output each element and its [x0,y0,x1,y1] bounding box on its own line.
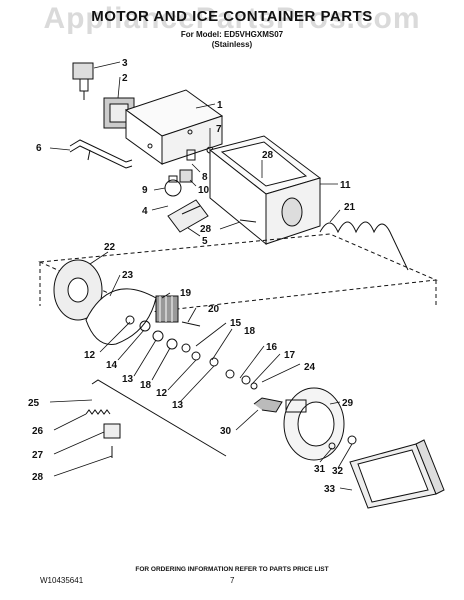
callout-2: 2 [122,73,128,84]
part-auger [319,221,409,271]
part-lamp [164,146,214,197]
watermark: AppliancePartsPros.com [43,2,421,35]
callout-22: 22 [104,242,116,253]
callout-4: 4 [142,206,148,217]
callout-1: 1 [217,100,223,111]
callout-13-right: 13 [172,400,184,411]
part-auger-motor [283,387,345,461]
model-line: For Model: ED5VHGXMS07 [180,30,284,39]
callout-31: 31 [314,464,326,475]
finish-label: (Stainless) [211,40,253,49]
callout-29: 29 [342,398,354,409]
callout-26: 26 [32,426,44,437]
part-ice-container [208,135,322,246]
callout-18-right: 18 [244,326,256,337]
callout-5: 5 [202,236,208,247]
callout-8: 8 [202,172,208,183]
callout-28-lower: 28 [32,472,44,483]
callout-32: 32 [332,466,344,477]
part-gear-bracket [253,397,283,413]
part-bracket [69,139,133,169]
callout-3: 3 [122,58,128,69]
callout-28-shield: 28 [200,224,212,235]
callout-13-left: 13 [122,374,134,385]
callout-9: 9 [142,185,148,196]
part-housing [124,89,224,165]
callout-12-left: 12 [84,350,96,361]
part-screw [181,321,201,327]
callout-18-left: 18 [140,380,152,391]
callout-25: 25 [28,398,40,409]
callout-23: 23 [122,270,134,281]
part-cover [349,439,445,509]
callout-12-right: 12 [156,388,168,399]
part-gear [155,295,179,323]
part-shield [167,199,209,233]
part-rod [91,379,227,457]
callout-19: 19 [180,288,192,299]
callout-28-container: 28 [262,150,274,161]
callout-33: 33 [324,484,336,495]
part-lever [103,423,121,439]
part-spring [85,409,111,415]
callout-11: 11 [340,180,351,191]
callout-7: 7 [216,124,222,135]
callout-16: 16 [266,342,278,353]
callout-10: 10 [198,185,210,196]
part-solenoid [72,62,94,100]
leader-lines [49,61,353,491]
callout-6: 6 [36,143,42,154]
callout-27: 27 [32,450,44,461]
callout-14: 14 [106,360,118,371]
callout-15: 15 [230,318,242,329]
callout-30: 30 [220,426,232,437]
document-number: W10435641 [40,576,84,585]
ordering-note: FOR ORDERING INFORMATION REFER TO PARTS … [135,566,329,573]
page-title: MOTOR AND ICE CONTAINER PARTS [91,8,373,25]
callout-21: 21 [344,202,356,213]
callout-24: 24 [304,362,316,373]
callout-20: 20 [208,304,220,315]
part-fan [53,259,103,321]
callout-17: 17 [284,350,296,361]
page-number: 7 [230,576,235,585]
